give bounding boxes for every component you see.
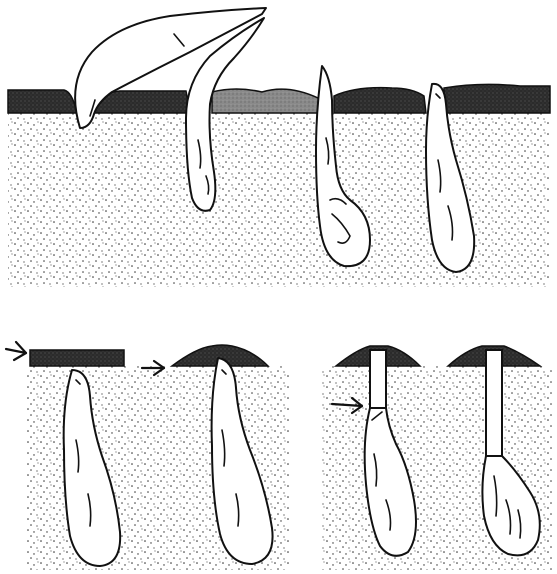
tube-one xyxy=(370,350,386,408)
top-gray-layer xyxy=(212,89,326,113)
arrow-to-layer xyxy=(6,342,26,360)
tube-two xyxy=(486,350,502,456)
bottom-left-panel xyxy=(6,342,290,570)
top-panel xyxy=(8,8,550,287)
bottom-left-dark-layer xyxy=(30,350,124,366)
bottom-right-panel xyxy=(322,346,552,570)
top-dark-layer-right xyxy=(444,84,550,113)
top-dark-layer-middle xyxy=(334,88,426,113)
